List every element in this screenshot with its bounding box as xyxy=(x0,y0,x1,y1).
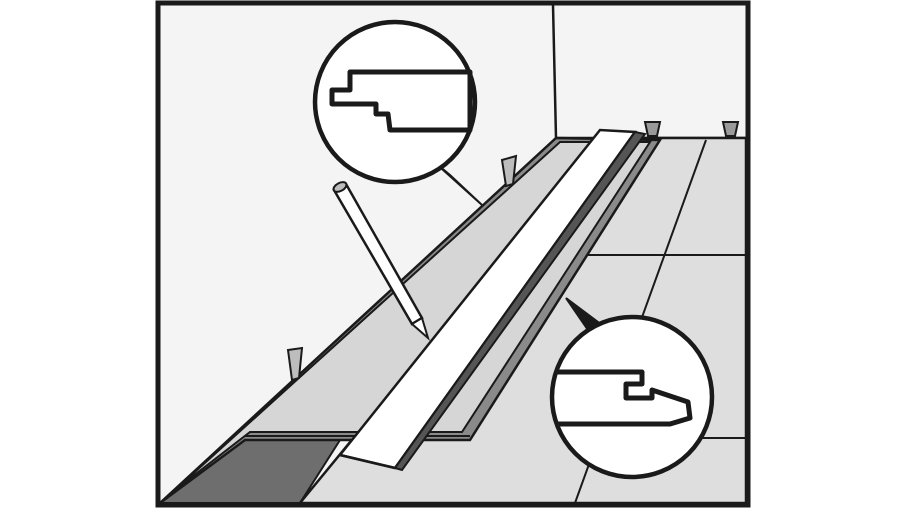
wall-corner-line xyxy=(551,4,558,139)
spacer-wedge-icon xyxy=(721,121,740,137)
spacer-wedge-icon xyxy=(643,121,662,137)
groove-profile-icon xyxy=(329,69,473,133)
spacer-wedge-icon xyxy=(500,154,518,188)
groove-profile-callout xyxy=(312,19,483,206)
tongue-profile-icon xyxy=(556,369,693,427)
pencil-icon[interactable] xyxy=(332,180,430,342)
straightedge-end xyxy=(339,453,396,470)
spacer-wedge-icon xyxy=(286,346,304,382)
straightedge-side xyxy=(393,130,647,472)
tongue-profile-callout xyxy=(549,297,715,480)
